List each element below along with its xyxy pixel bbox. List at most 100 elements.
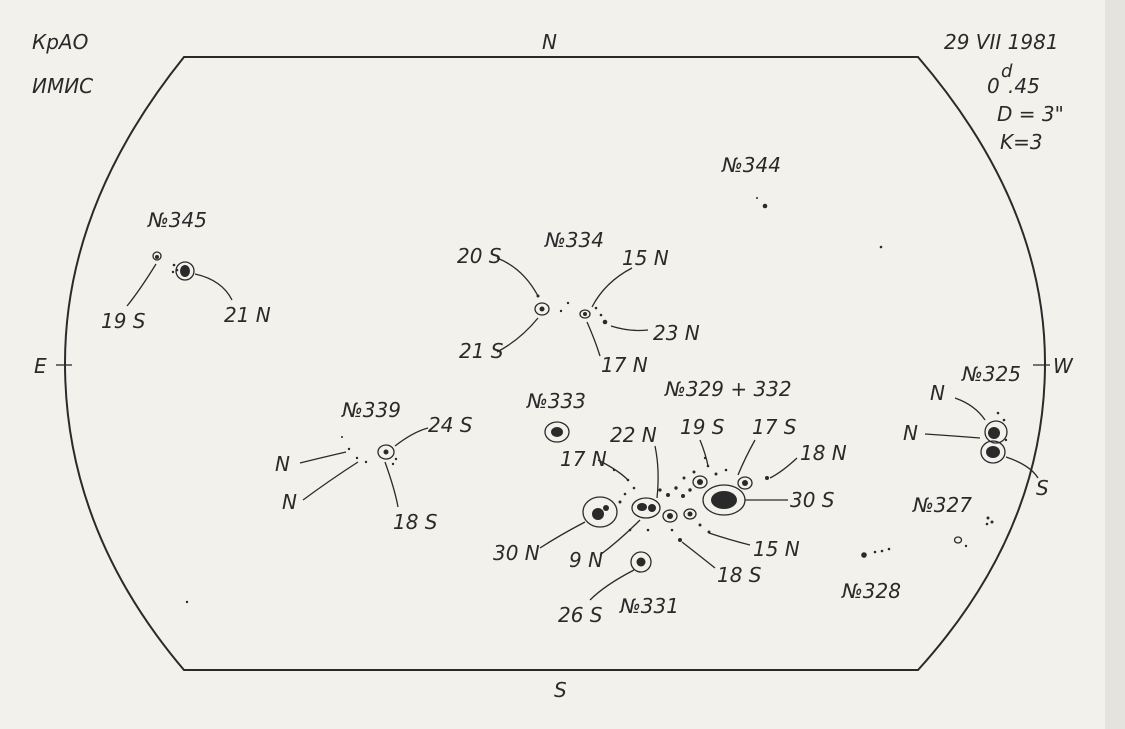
umbra: [180, 265, 190, 277]
region-label: №325: [961, 362, 1021, 386]
date-label: 29 VII 1981: [944, 30, 1059, 54]
penumbra: [737, 476, 753, 490]
pore: [678, 538, 682, 542]
region-label: №333: [526, 389, 586, 413]
leader-line: [384, 461, 399, 508]
penumbra: [662, 509, 678, 523]
leader-line: [654, 445, 659, 499]
k-index-label: K=3: [1000, 130, 1043, 154]
lat-label: N: [930, 381, 945, 405]
leader-line: [496, 317, 539, 353]
lat-label: 23 N: [653, 321, 700, 345]
leader-line: [708, 532, 751, 546]
pore: [632, 486, 636, 490]
leader-line: [394, 427, 429, 447]
region-344: №344: [721, 153, 781, 209]
pore: [623, 492, 627, 496]
time-label: 0 d .45: [987, 61, 1040, 98]
pore: [172, 263, 176, 267]
north-label: N: [542, 30, 557, 54]
pore: [618, 500, 622, 504]
lat-label: N: [275, 452, 290, 476]
lat-label: 26 S: [558, 603, 603, 627]
region-325: №325 N N S: [903, 362, 1049, 500]
region-label: №334: [544, 228, 604, 252]
umbra: [687, 511, 693, 517]
penumbra: [631, 497, 661, 519]
penumbra: [980, 440, 1006, 464]
lat-label: 19 S: [680, 415, 725, 439]
pore: [602, 319, 608, 325]
lat-label: 21 N: [224, 303, 271, 327]
region-label: №329 + 332: [664, 377, 792, 401]
umbra: [583, 312, 587, 316]
region-329-332: №329 + 332: [493, 377, 847, 587]
leader-line: [539, 521, 586, 549]
pore: [559, 309, 563, 313]
lat-label: N: [282, 490, 297, 514]
umbra: [603, 505, 609, 511]
penumbra: [683, 508, 697, 520]
pore: [762, 203, 768, 209]
umbra: [667, 513, 673, 519]
umbra: [986, 446, 1000, 458]
lat-label: 20 S: [457, 244, 502, 268]
umbra: [742, 480, 748, 486]
lat-label: 24 S: [428, 413, 473, 437]
leader-line: [589, 569, 635, 601]
east-label: E: [34, 354, 47, 378]
penumbra: [175, 261, 195, 281]
pore: [566, 301, 570, 305]
leader-line: [126, 263, 157, 307]
pore: [765, 476, 769, 480]
umbra: [539, 306, 545, 312]
region-345: №345 19 S 21 N: [101, 208, 271, 333]
leader-line: [599, 519, 641, 556]
lat-label: S: [1036, 476, 1049, 500]
svg-text:d: d: [1001, 61, 1013, 82]
leader-line: [591, 267, 633, 308]
pore: [646, 528, 650, 532]
observer-label: ИМИС: [32, 74, 93, 98]
pore: [698, 523, 702, 527]
region-333: №333: [526, 389, 586, 443]
pore: [658, 488, 662, 492]
pore: [394, 457, 398, 461]
west-label: W: [1053, 354, 1074, 378]
penumbra: [984, 420, 1008, 444]
leader-line: [496, 257, 539, 297]
pore: [599, 313, 603, 317]
umbra: [592, 508, 604, 520]
pore: [688, 488, 692, 492]
region-334: №334 20 S 15 N 23 N 21 S 17 N: [457, 228, 700, 377]
region-331: №331 26 S: [558, 551, 679, 627]
leader-line: [924, 433, 981, 439]
pore: [1002, 418, 1006, 422]
lat-label: 18 S: [393, 510, 438, 534]
lat-label: 18 S: [717, 563, 762, 587]
pore: [355, 456, 359, 460]
lat-label: 19 S: [101, 309, 146, 333]
umbra: [383, 449, 389, 455]
pore: [990, 520, 994, 524]
leader-line: [302, 461, 359, 501]
stray-dot: [185, 600, 189, 604]
leader-line: [769, 457, 798, 479]
umbra: [697, 479, 703, 485]
svg-text:.45: .45: [1008, 74, 1040, 98]
lat-label: 18 N: [800, 441, 847, 465]
lat-label: 15 N: [753, 537, 800, 561]
pore: [985, 522, 989, 526]
umbra: [648, 504, 656, 512]
pore: [986, 516, 990, 520]
penumbra: [544, 421, 570, 443]
pore: [341, 436, 343, 438]
pore: [1004, 438, 1008, 442]
region-328: №328: [841, 547, 901, 603]
region-327: №327: [912, 493, 994, 548]
leader-line: [586, 321, 601, 357]
umbra: [636, 557, 646, 567]
pore: [391, 462, 395, 466]
leader-line: [610, 325, 649, 332]
